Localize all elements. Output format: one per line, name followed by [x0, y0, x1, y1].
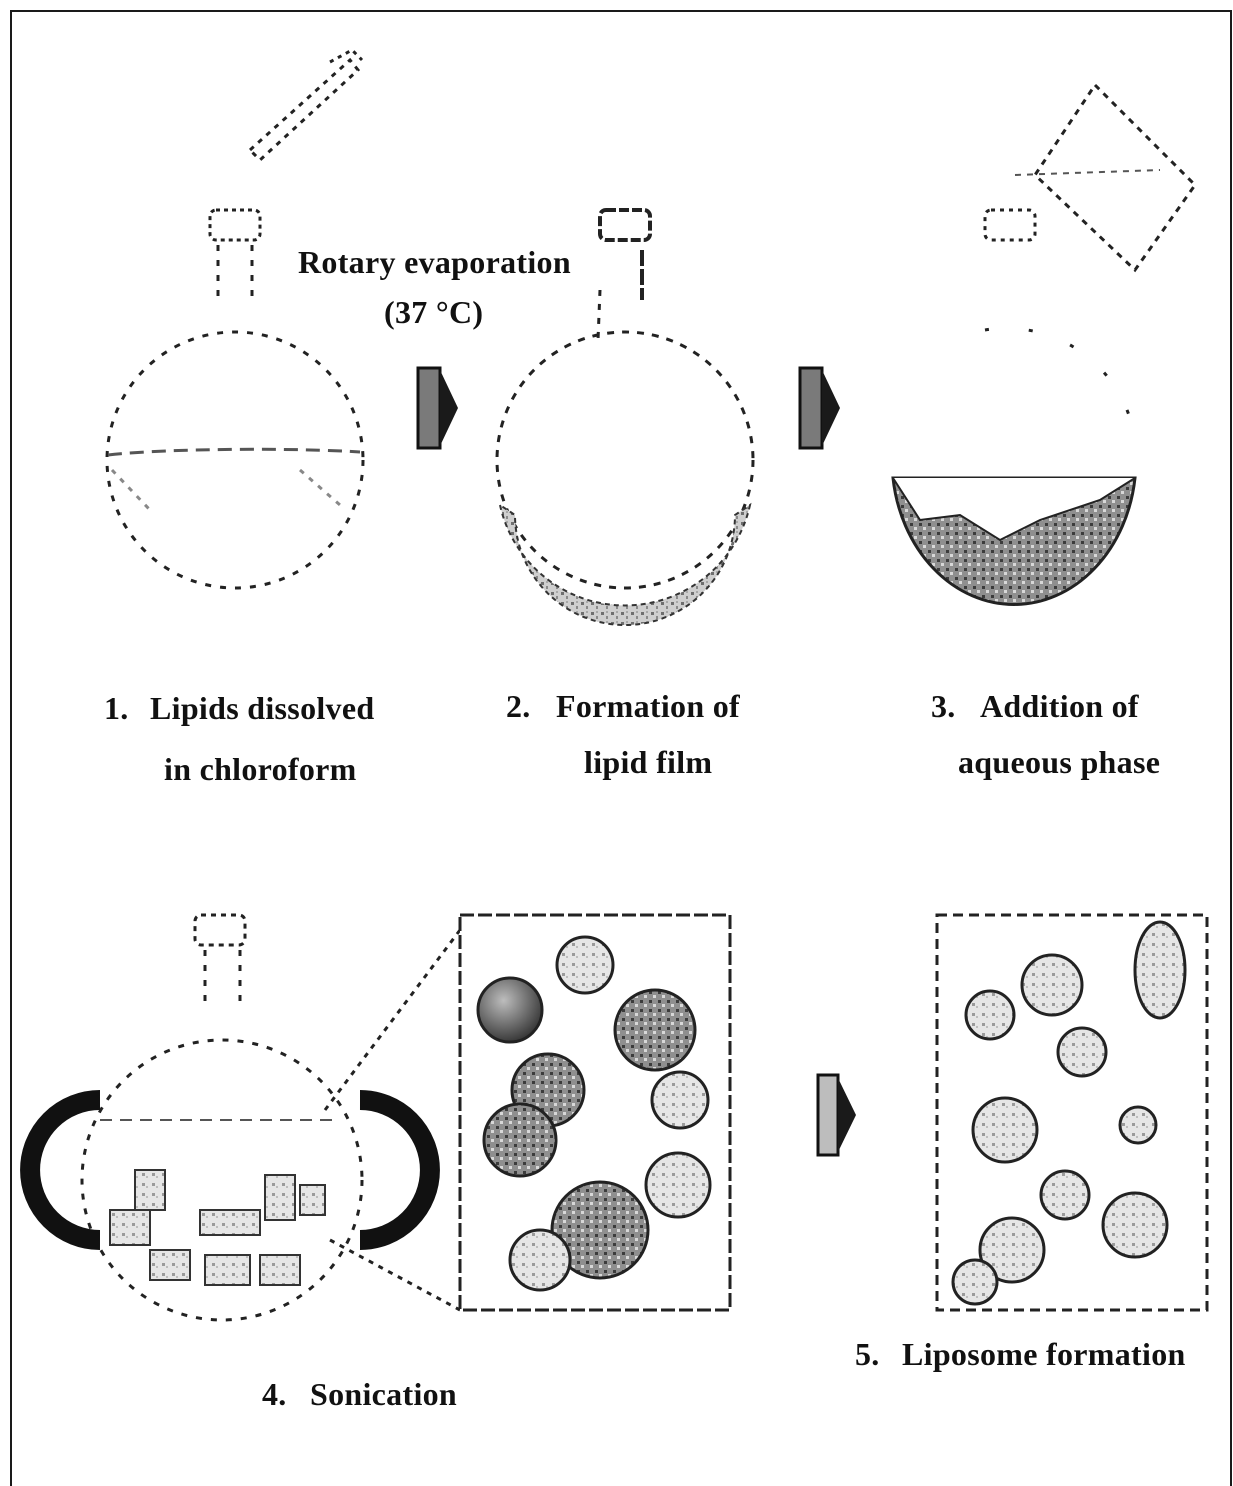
step-3-number: 3.: [931, 690, 956, 722]
step-3-line2: aqueous phase: [958, 746, 1160, 778]
step-4-line1: Sonication: [310, 1378, 457, 1410]
step-5-line1: Liposome formation: [902, 1338, 1186, 1370]
step-3-line1: Addition of: [980, 690, 1139, 722]
step-2-number: 2.: [506, 690, 531, 722]
step-5-number: 5.: [855, 1338, 880, 1370]
liposome-panel: [937, 915, 1207, 1310]
step-4-number: 4.: [262, 1378, 287, 1410]
step-2-line2: lipid film: [584, 746, 712, 778]
temperature-label: (37 °C): [384, 296, 483, 328]
step-1-line1: Lipids dissolved: [150, 692, 374, 724]
arrow-right-icon: [818, 1075, 856, 1155]
flask-1-icon: [107, 50, 363, 588]
flask-4-icon: [30, 915, 460, 1320]
arrow-right-icon: [800, 368, 840, 448]
step-1-number: 1.: [104, 692, 129, 724]
step-2-line1: Formation of: [556, 690, 740, 722]
rotary-evaporation-label: Rotary evaporation: [298, 246, 571, 278]
flask-3-icon: [893, 85, 1195, 604]
vesicle-zoom-panel: [460, 915, 730, 1310]
step-1-line2: in chloroform: [164, 753, 357, 785]
arrow-right-icon: [418, 368, 458, 448]
